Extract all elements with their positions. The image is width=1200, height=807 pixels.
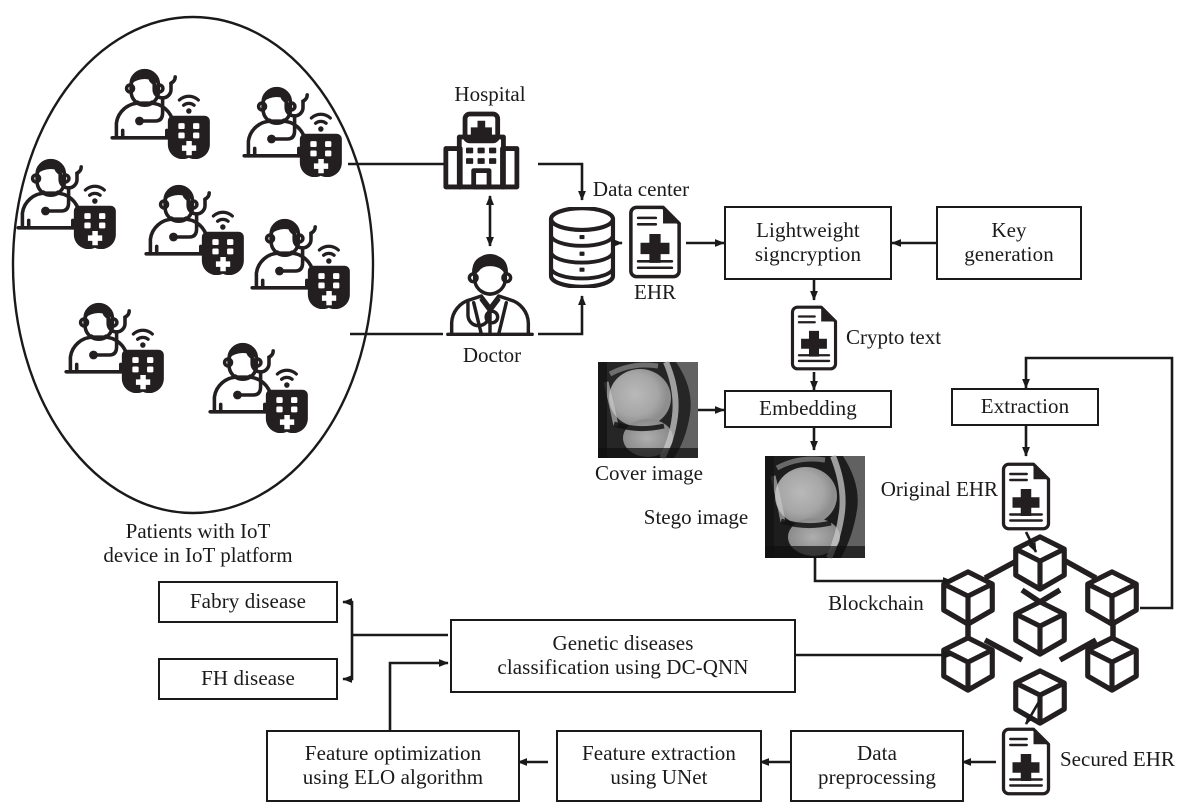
patient-with-iot-device-icon bbox=[250, 218, 352, 309]
box-label: Extraction bbox=[980, 394, 1070, 419]
box-extraction[interactable]: Extraction bbox=[951, 388, 1099, 426]
label-doctor: Doctor bbox=[462, 343, 522, 367]
box-data-preprocessing[interactable]: Data preprocessing bbox=[790, 730, 964, 802]
box-embedding[interactable]: Embedding bbox=[724, 390, 892, 428]
connectors bbox=[342, 162, 1174, 766]
ehr-document-icon bbox=[629, 205, 681, 279]
original-ehr-document-icon bbox=[1001, 462, 1051, 531]
patient-with-iot-device-icon bbox=[144, 184, 246, 275]
label-hospital: Hospital bbox=[454, 82, 526, 106]
label-data-center: Data center bbox=[592, 177, 690, 201]
box-label: FH disease bbox=[201, 666, 295, 691]
box-key-generation[interactable]: Key generation bbox=[936, 206, 1082, 280]
box-label: Feature extraction using UNet bbox=[582, 741, 736, 789]
label-secured-ehr: Secured EHR bbox=[1060, 747, 1175, 771]
box-lightweight-signcryption[interactable]: Lightweight signcryption bbox=[724, 206, 892, 280]
box-feature-extraction[interactable]: Feature extraction using UNet bbox=[556, 730, 762, 802]
secured-ehr-document-icon bbox=[1001, 727, 1051, 796]
stego-image-mri bbox=[765, 454, 865, 560]
edge-blockchain-to-securedehr bbox=[1024, 699, 1042, 725]
label-blockchain: Blockchain bbox=[828, 591, 924, 615]
patient-with-iot-device-icon bbox=[16, 158, 118, 249]
blockchain-cubes-icon bbox=[944, 537, 1137, 723]
box-label: Feature optimization using ELO algorithm bbox=[302, 741, 484, 789]
box-label: Lightweight signcryption bbox=[754, 218, 862, 266]
box-label: Embedding bbox=[759, 396, 857, 421]
database-cylinder-icon bbox=[551, 208, 613, 287]
edge-blockchain-to-extraction bbox=[1022, 356, 1174, 610]
label-patients-caption: Patients with IoT device in IoT platform bbox=[103, 519, 293, 567]
label-cover-image: Cover image bbox=[595, 461, 703, 485]
hospital-building-icon bbox=[446, 114, 517, 187]
edge-stego-to-blockchain bbox=[813, 558, 953, 585]
box-fh-disease[interactable]: FH disease bbox=[158, 658, 338, 700]
cover-image-mri bbox=[598, 362, 698, 458]
box-fabry-disease[interactable]: Fabry disease bbox=[158, 581, 338, 623]
box-label: Data preprocessing bbox=[818, 741, 936, 789]
label-crypto-text: Crypto text bbox=[846, 325, 942, 349]
edge-optimization-to-classification bbox=[388, 659, 449, 730]
box-label: Genetic diseases classification using DC… bbox=[497, 631, 749, 679]
box-genetic-classification[interactable]: Genetic diseases classification using DC… bbox=[450, 619, 796, 693]
doctor-icon bbox=[446, 254, 534, 337]
edge-classification-to-fh bbox=[342, 635, 354, 683]
label-ehr: EHR bbox=[634, 280, 676, 304]
label-original-ehr: Original EHR bbox=[880, 477, 998, 501]
edge-hospital-to-datacenter bbox=[538, 162, 586, 201]
patient-with-iot-device-icon bbox=[110, 68, 212, 159]
iot-platform-ellipse bbox=[11, 15, 375, 515]
box-label: Fabry disease bbox=[189, 589, 307, 614]
box-label: Key generation bbox=[964, 218, 1054, 266]
label-stego-image: Stego image bbox=[643, 505, 749, 529]
box-feature-optimization[interactable]: Feature optimization using ELO algorithm bbox=[266, 730, 520, 802]
patient-with-iot-device-icon bbox=[208, 342, 310, 433]
edge-originalehr-to-blockchain bbox=[1024, 531, 1038, 553]
patient-with-iot-device-icon bbox=[64, 302, 166, 393]
edge-doctor-to-datacenter bbox=[538, 295, 586, 336]
edge-classification-to-fabry bbox=[342, 598, 354, 635]
crypto-text-document-icon bbox=[790, 305, 838, 371]
patient-icons-group bbox=[16, 68, 352, 433]
